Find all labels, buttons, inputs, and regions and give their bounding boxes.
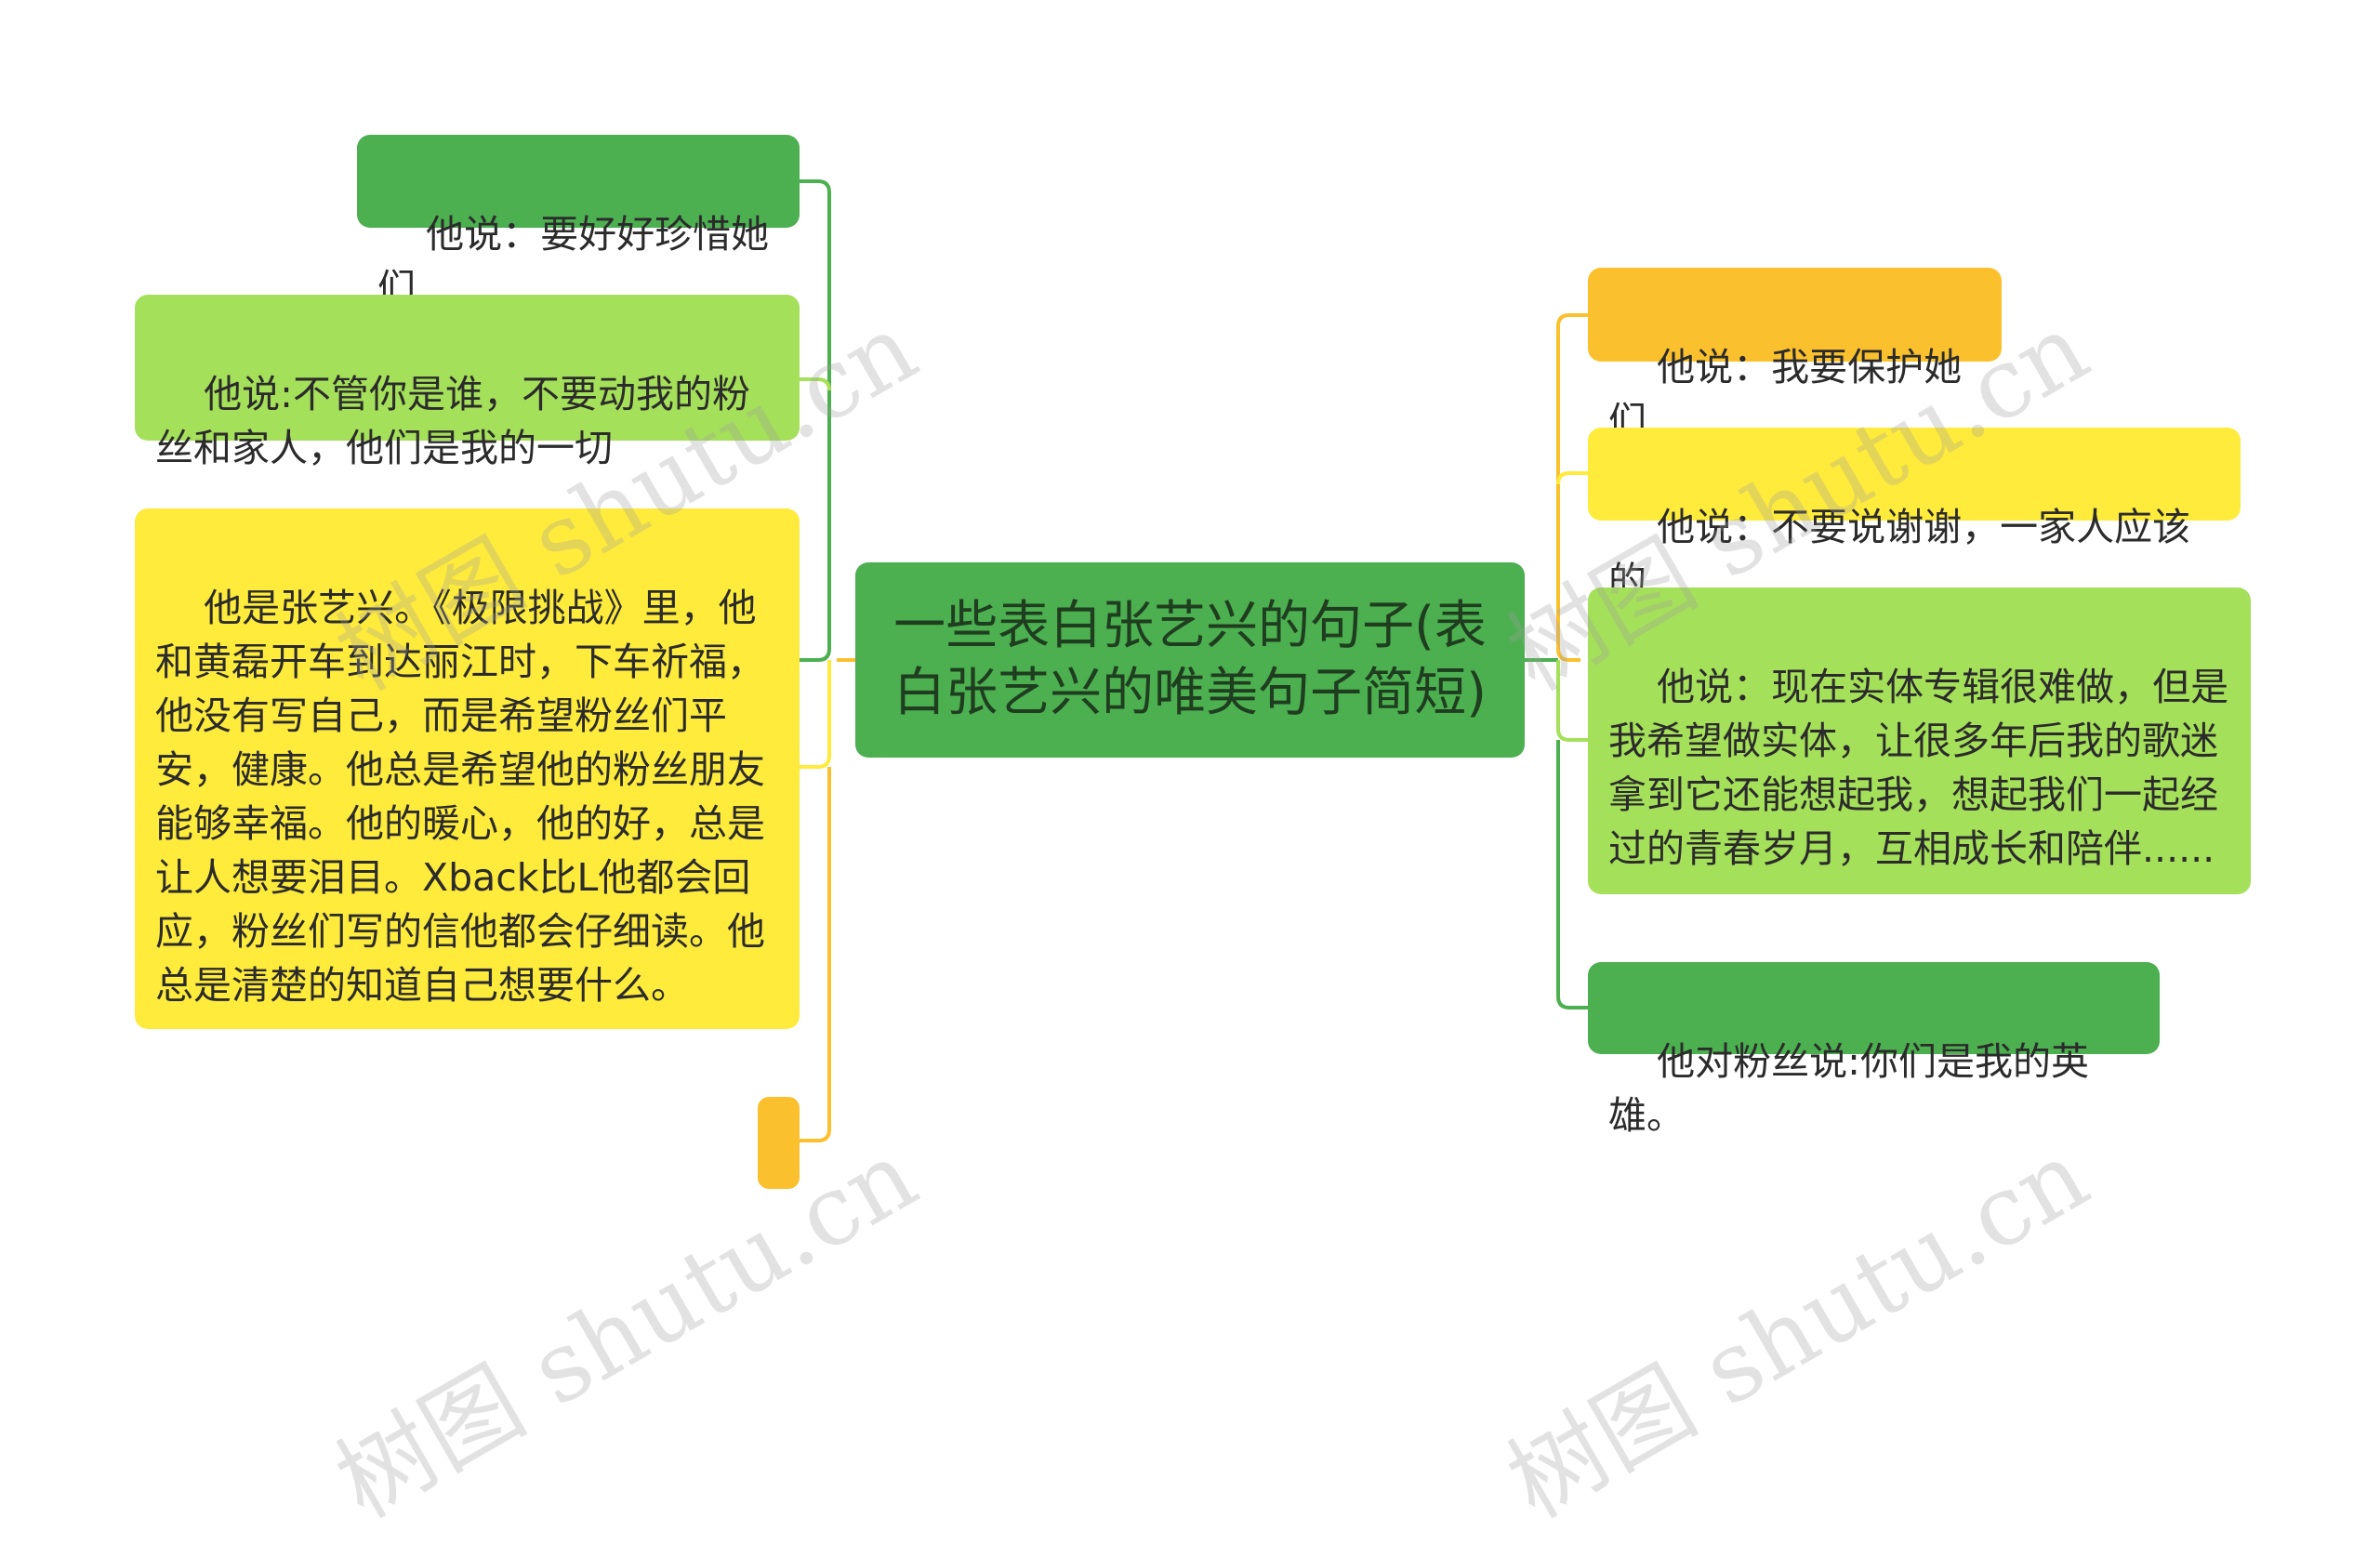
right-topic-3[interactable]: 他说：现在实体专辑很难做，但是我希望做实体，让很多年后我的歌迷拿到它还能想起我，… bbox=[1588, 587, 2251, 894]
connector-left-1 bbox=[800, 179, 831, 662]
right-topic-1-label: 他说：我要保护她们 bbox=[1608, 345, 1963, 443]
left-topic-1[interactable]: 他说：要好好珍惜她们 bbox=[357, 135, 800, 310]
right-topic-1[interactable]: 他说：我要保护她们 bbox=[1588, 268, 2002, 443]
connector-right-2 bbox=[1556, 471, 1588, 485]
left-topic-4[interactable] bbox=[758, 1097, 800, 1189]
root-topic-label: 一些表白张艺兴的句子(表白张艺兴的唯美句子简短) bbox=[893, 596, 1487, 723]
connector-right-1 bbox=[1556, 313, 1588, 662]
right-topic-2[interactable]: 他说：不要说谢谢，一家人应该的 bbox=[1588, 428, 2241, 603]
connector-right-4 bbox=[1556, 740, 1588, 1010]
right-topic-3-label: 他说：现在实体专辑很难做，但是我希望做实体，让很多年后我的歌迷拿到它还能想起我，… bbox=[1608, 665, 2229, 871]
left-topic-3[interactable]: 他是张艺兴。《极限挑战》里，他和黄磊开车到达丽江时，下车祈福，他没有写自己，而是… bbox=[135, 508, 800, 1029]
connector-left-4 bbox=[800, 767, 831, 1142]
left-topic-3-label: 他是张艺兴。《极限挑战》里，他和黄磊开车到达丽江时，下车祈福，他没有写自己，而是… bbox=[155, 586, 765, 1008]
mind-map-canvas: 一些表白张艺兴的句子(表白张艺兴的唯美句子简短) 他说：要好好珍惜她们 他说:不… bbox=[135, 135, 2251, 1539]
right-topic-4-label: 他对粉丝说:你们是我的英雄。 bbox=[1608, 1039, 2089, 1138]
left-topic-2[interactable]: 他说:不管你是谁，不要动我的粉丝和家人，他们是我的一切 bbox=[135, 295, 800, 470]
connector-lines bbox=[800, 179, 1588, 1142]
connector-left-2 bbox=[800, 377, 831, 391]
connector-left-3 bbox=[800, 660, 831, 769]
connector-right-3 bbox=[1556, 660, 1588, 742]
root-topic[interactable]: 一些表白张艺兴的句子(表白张艺兴的唯美句子简短) bbox=[855, 562, 1525, 758]
left-topic-2-label: 他说:不管你是谁，不要动我的粉丝和家人，他们是我的一切 bbox=[155, 372, 750, 470]
right-topic-4[interactable]: 他对粉丝说:你们是我的英雄。 bbox=[1588, 962, 2160, 1138]
right-topic-2-label: 他说：不要说谢谢，一家人应该的 bbox=[1608, 505, 2191, 603]
